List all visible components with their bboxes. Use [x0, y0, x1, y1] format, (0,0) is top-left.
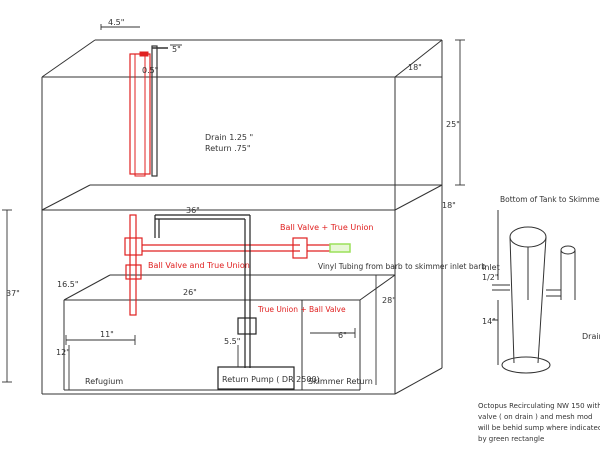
- label-octopus-2: valve ( on drain ) and mesh mod: [478, 413, 593, 421]
- overflow-box: [129, 45, 168, 177]
- label-inlet-size: 1/2": [482, 273, 499, 282]
- label-dim-6: 6": [338, 331, 347, 340]
- skimmer-body-right: [537, 236, 547, 364]
- label-dim-28: 28": [382, 296, 396, 305]
- label-true-union-ball: True Union + Ball Valve: [257, 305, 346, 314]
- skimmer-base: [501, 356, 551, 374]
- return-pump: [217, 366, 295, 390]
- tank-left-top-depth: [41, 39, 96, 78]
- label-dim-37: 37": [6, 289, 20, 298]
- label-dim-4-5: 4.5": [108, 18, 124, 27]
- sump-outline: [63, 274, 396, 391]
- label-octopus-1: Octopus Recirculating NW 150 with gate: [478, 402, 600, 410]
- label-dim-5: 5": [172, 45, 181, 54]
- drain-ball-valve: [124, 237, 143, 256]
- drain-plumbing-red: [124, 214, 330, 316]
- label-octopus-4: by green rectangle: [478, 435, 544, 443]
- label-dim-5-5: 5.5": [224, 337, 240, 346]
- label-dim-25: 25": [446, 120, 460, 129]
- return-true-union: [237, 317, 257, 335]
- tank-right-bottom-depth: [394, 184, 443, 211]
- display-tank-outline: [41, 39, 443, 211]
- skimmer-body-left: [509, 236, 515, 364]
- label-skimmer-return: Skimmer Return: [308, 377, 373, 386]
- dimension-lines: [2, 24, 465, 390]
- skimmer-drawing: [492, 210, 576, 374]
- label-refugium: Refugium: [85, 377, 123, 386]
- vinyl-tubing-barb: [329, 243, 351, 253]
- label-skimmer-drain: Drain: [582, 332, 600, 341]
- stand-bottom-depth: [394, 367, 443, 395]
- label-drain-size: Drain 1.25 ": [205, 133, 253, 142]
- return-plumbing-dark: [154, 214, 295, 390]
- label-inlet: Inlet: [482, 263, 500, 272]
- stand-outline: [41, 185, 443, 395]
- label-dim-12: 12": [56, 348, 70, 357]
- tank-right-top-depth: [394, 39, 443, 78]
- label-dim-0-5: 0.5": [142, 66, 158, 75]
- label-dim-26: 26": [183, 288, 197, 297]
- sump-right-depth: [359, 274, 396, 301]
- label-ball-valve-top: Ball Valve + True Union: [280, 223, 373, 232]
- label-return-size: Return .75": [205, 144, 251, 153]
- label-octopus-3: will be behid sump where indicated: [478, 424, 600, 432]
- skimmer-ball-valve: [292, 237, 308, 259]
- label-dim-18-mid: 18": [442, 201, 456, 210]
- labels: 4.5" 5" 0.5" 18" 25" Drain 1.25 " Return…: [6, 18, 600, 443]
- sump-left-depth: [63, 274, 111, 301]
- label-bottom-to-inlet: Bottom of Tank to Skimmer Inlet 22": [500, 195, 600, 204]
- label-dim-36: 36": [186, 206, 200, 215]
- return-pipe-dark: [151, 45, 158, 177]
- skimmer-body-top: [509, 226, 547, 248]
- label-vinyl-tubing: Vinyl Tubing from barb to skimmer inlet …: [318, 262, 486, 271]
- skimmer-drain-top: [560, 245, 576, 255]
- label-dim-18-top: 18": [408, 63, 422, 72]
- overflow-cap: [139, 51, 149, 57]
- drain-true-union: [125, 264, 142, 280]
- label-return-pump: Return Pump ( DR 2500): [222, 375, 320, 384]
- label-ball-valve-mid: Ball Valve and True Union: [148, 261, 250, 270]
- label-dim-14: 14": [482, 317, 496, 326]
- label-dim-11: 11": [100, 330, 114, 339]
- label-dim-16-5: 16.5": [57, 280, 79, 289]
